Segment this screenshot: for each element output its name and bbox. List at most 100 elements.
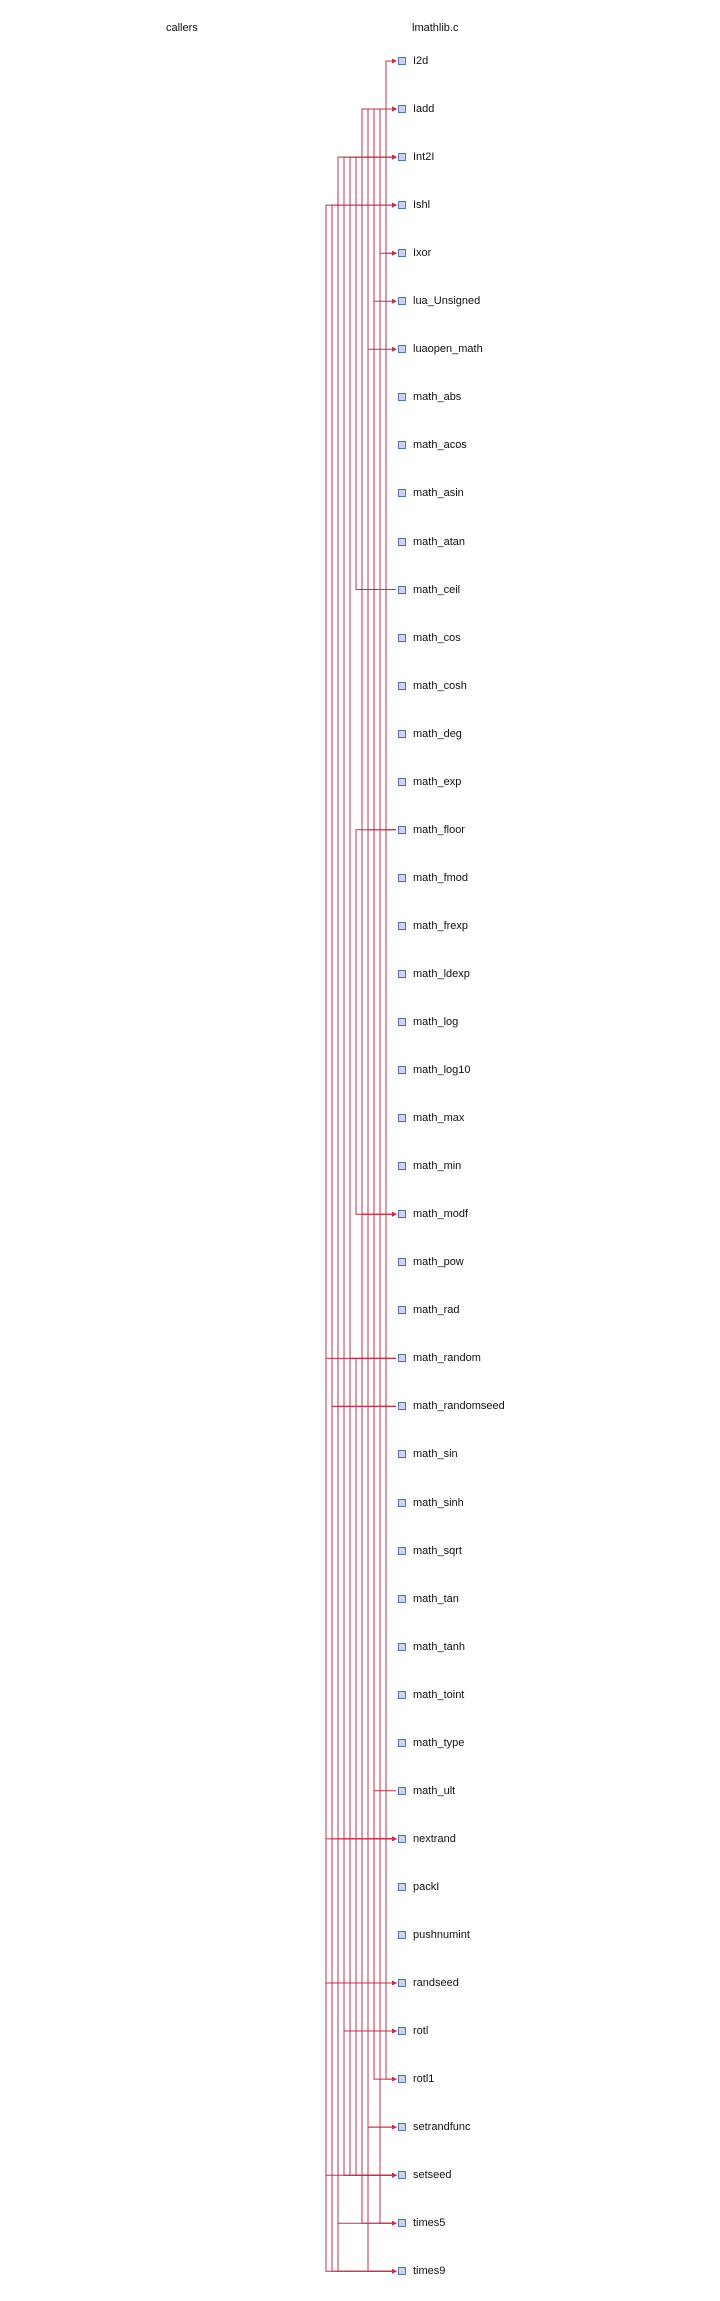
function-node-math-pow[interactable]: math_pow xyxy=(398,1255,464,1269)
function-node-ixor[interactable]: Ixor xyxy=(398,246,431,260)
function-node-math-tan[interactable]: math_tan xyxy=(398,1592,459,1606)
arrowhead-icon xyxy=(392,346,397,352)
function-node-math-log10[interactable]: math_log10 xyxy=(398,1063,471,1077)
function-label: Int2I xyxy=(413,151,435,164)
function-box-icon xyxy=(398,1114,406,1123)
function-box-icon xyxy=(398,921,406,930)
call-edge xyxy=(337,1405,396,2224)
function-box-icon xyxy=(398,873,406,882)
function-node-math-abs[interactable]: math_abs xyxy=(398,390,461,404)
arrowhead-icon xyxy=(392,2076,397,2082)
function-box-icon xyxy=(398,1882,406,1891)
function-label: math_log xyxy=(413,1016,459,1028)
function-node-math-cosh[interactable]: math_cosh xyxy=(398,679,467,693)
arrowhead-icon xyxy=(392,154,397,160)
function-box-icon xyxy=(398,2123,406,2132)
arrowhead-icon xyxy=(392,298,397,304)
function-box-icon xyxy=(398,1594,406,1603)
call-edge xyxy=(361,589,396,1215)
function-box-icon xyxy=(398,1786,406,1795)
function-label: math_fmod xyxy=(413,871,469,884)
function-node-setrandfunc[interactable]: setrandfunc xyxy=(398,2120,470,2134)
function-node-math-toint[interactable]: math_toint xyxy=(398,1688,464,1702)
function-box-icon xyxy=(398,489,406,498)
function-node-math-cos[interactable]: math_cos xyxy=(398,631,461,645)
function-node-math-tanh[interactable]: math_tanh xyxy=(398,1640,465,1654)
function-node-times5[interactable]: times5 xyxy=(398,2216,445,2230)
call-edge xyxy=(379,252,396,2224)
function-label: math_sin xyxy=(413,1448,458,1461)
function-box-icon xyxy=(398,201,406,210)
arrowhead-icon xyxy=(392,2124,397,2130)
function-node-math-random[interactable]: math_random xyxy=(398,1351,481,1365)
function-box-icon xyxy=(398,1450,406,1459)
function-node-iadd[interactable]: Iadd xyxy=(398,102,434,116)
function-box-icon xyxy=(398,2267,406,2276)
call-edge xyxy=(349,156,396,1359)
function-label: math_modf xyxy=(413,1208,469,1221)
function-node-math-deg[interactable]: math_deg xyxy=(398,727,462,741)
function-node-math-ult[interactable]: math_ult xyxy=(398,1784,455,1798)
function-node-math-acos[interactable]: math_acos xyxy=(398,438,467,452)
function-box-icon xyxy=(398,153,406,162)
function-node-rotl[interactable]: rotl xyxy=(398,2024,428,2038)
function-node-math-ceil[interactable]: math_ceil xyxy=(398,583,460,597)
function-box-icon xyxy=(398,1066,406,1075)
call-edge xyxy=(367,829,396,2128)
function-node-nextrand[interactable]: nextrand xyxy=(398,1832,456,1846)
function-box-icon xyxy=(398,2171,406,2180)
function-node-math-modf[interactable]: math_modf xyxy=(398,1207,468,1221)
function-node-randseed[interactable]: randseed xyxy=(398,1976,459,1990)
function-node-i2d[interactable]: I2d xyxy=(398,54,428,68)
function-box-icon xyxy=(398,1162,406,1171)
function-node-math-atan[interactable]: math_atan xyxy=(398,535,465,549)
function-node-math-max[interactable]: math_max xyxy=(398,1111,464,1125)
function-node-pushnumint[interactable]: pushnumint xyxy=(398,1928,470,1942)
function-node-luaopen-math[interactable]: luaopen_math xyxy=(398,342,483,356)
function-node-math-log[interactable]: math_log xyxy=(398,1015,458,1029)
function-box-icon xyxy=(398,681,406,690)
function-label: times5 xyxy=(413,2217,446,2230)
function-box-icon xyxy=(398,1018,406,1026)
function-label: math_exp xyxy=(413,775,462,788)
call-edge xyxy=(373,300,396,1792)
function-node-math-floor[interactable]: math_floor xyxy=(398,823,465,837)
call-edge xyxy=(385,1838,396,2032)
function-node-math-type[interactable]: math_type xyxy=(398,1736,464,1750)
function-label: math_tanh xyxy=(413,1640,465,1653)
function-node-math-fmod[interactable]: math_fmod xyxy=(398,871,468,885)
function-node-math-min[interactable]: math_min xyxy=(398,1159,461,1173)
function-node-math-sqrt[interactable]: math_sqrt xyxy=(398,1544,462,1558)
function-label: setrandfunc xyxy=(413,2121,471,2134)
function-node-math-ldexp[interactable]: math_ldexp xyxy=(398,967,470,981)
function-node-int2i[interactable]: Int2I xyxy=(398,150,434,164)
function-node-rotl1[interactable]: rotl1 xyxy=(398,2072,434,2086)
call-edge xyxy=(337,156,396,1840)
call-edge xyxy=(343,1838,396,2032)
function-box-icon xyxy=(398,441,406,450)
function-label: times9 xyxy=(413,2265,446,2278)
call-edge xyxy=(373,108,396,2032)
function-node-math-randomseed[interactable]: math_randomseed xyxy=(398,1399,505,1413)
file-column-header: lmathlib.c xyxy=(412,22,459,34)
function-node-math-rad[interactable]: math_rad xyxy=(398,1303,459,1317)
function-box-icon xyxy=(398,105,406,114)
function-node-math-exp[interactable]: math_exp xyxy=(398,775,461,789)
function-node-packi[interactable]: packI xyxy=(398,1880,439,1894)
function-node-math-frexp[interactable]: math_frexp xyxy=(398,919,468,933)
arrowhead-icon xyxy=(392,202,397,208)
function-node-math-asin[interactable]: math_asin xyxy=(398,486,464,500)
arrowhead-icon xyxy=(392,250,397,256)
function-box-icon xyxy=(398,1738,406,1747)
function-node-lua-unsigned[interactable]: lua_Unsigned xyxy=(398,294,480,308)
arrowhead-icon xyxy=(392,2268,397,2274)
function-node-setseed[interactable]: setseed xyxy=(398,2168,452,2182)
function-node-ishl[interactable]: Ishl xyxy=(398,198,430,212)
function-node-math-sin[interactable]: math_sin xyxy=(398,1447,458,1461)
function-node-times9[interactable]: times9 xyxy=(398,2264,445,2278)
function-label: math_randomseed xyxy=(413,1400,505,1413)
function-node-math-sinh[interactable]: math_sinh xyxy=(398,1496,464,1510)
function-label: math_cos xyxy=(413,631,461,644)
arrowhead-icon xyxy=(392,2172,397,2178)
function-box-icon xyxy=(398,1546,406,1555)
